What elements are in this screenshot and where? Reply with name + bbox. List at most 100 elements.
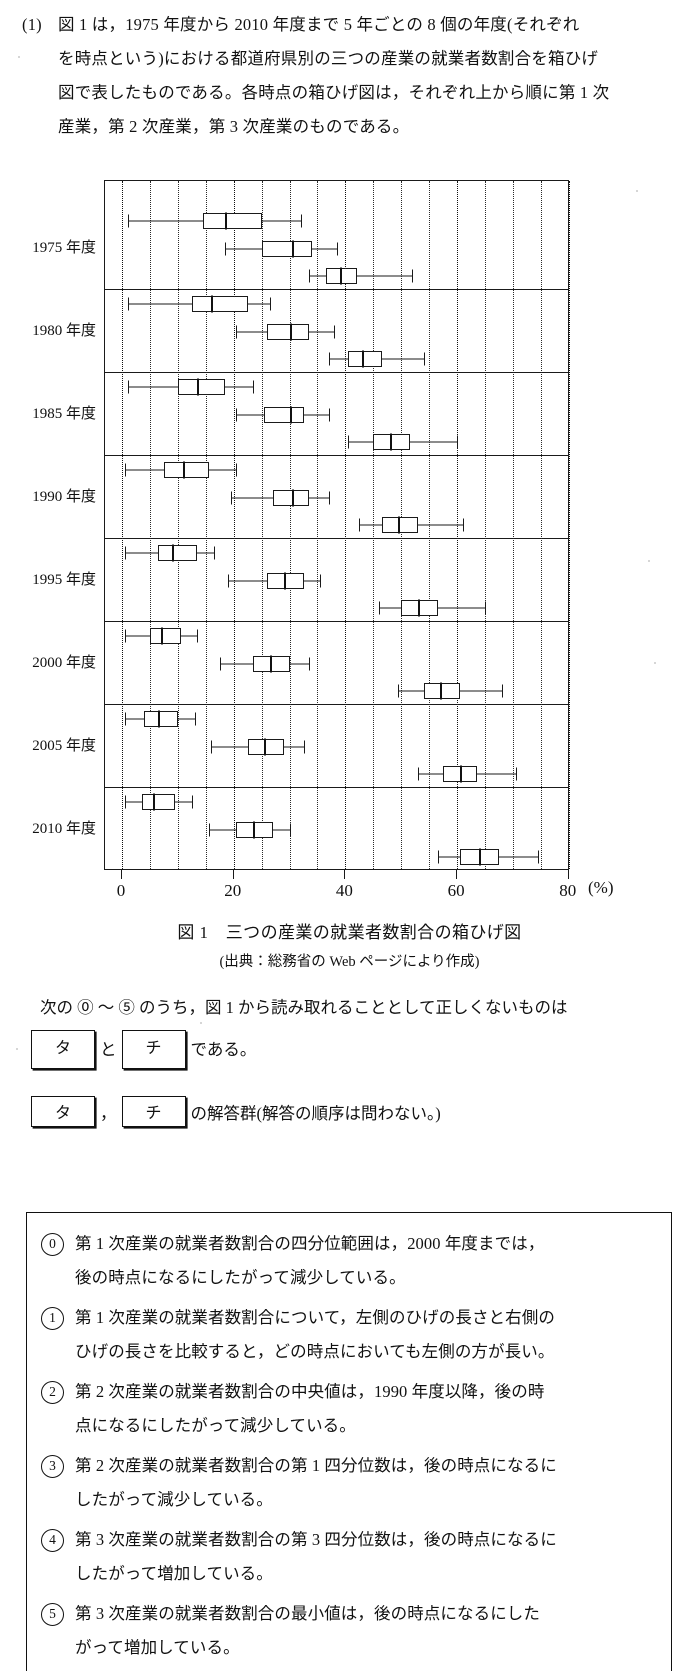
whisker-left	[124, 469, 164, 471]
cap-max	[485, 601, 487, 615]
box-iqr	[141, 793, 176, 810]
group-blank-chi[interactable]: チ	[121, 1096, 186, 1127]
answer-line-tail: である。	[190, 1039, 257, 1059]
whisker-left	[228, 580, 268, 581]
cap-min	[127, 380, 129, 394]
boxplot-3	[105, 598, 568, 618]
choice-text: 第 1 次産業の就業者数割合について，左側のひげの長さと右側のひげの長さを比較す…	[75, 1301, 655, 1369]
whisker-right	[381, 358, 424, 360]
gridline-40	[345, 181, 347, 869]
median-line	[183, 461, 186, 479]
boxplot-1	[105, 626, 568, 646]
choice-number: 4	[41, 1523, 75, 1557]
cap-max	[328, 491, 330, 504]
choice-number-badge: 2	[41, 1380, 64, 1404]
cap-min	[124, 546, 126, 560]
cap-max	[515, 767, 517, 781]
answer-blank-ta[interactable]: タ	[31, 1030, 95, 1069]
cap-min	[398, 684, 400, 698]
whisker-left	[378, 607, 402, 609]
x-tick-label-80: 80	[559, 881, 577, 900]
cap-max	[197, 629, 199, 643]
whisker-right	[459, 690, 502, 692]
box-iqr	[264, 406, 304, 423]
cap-min	[124, 795, 126, 809]
boxplot-3	[105, 432, 568, 452]
choice-text-line-1: 第 1 次産業の就業者数割合の四分位範囲は，2000 年度までは，	[75, 1234, 545, 1253]
boxplot-2	[105, 654, 568, 674]
answer-blank-chi[interactable]: チ	[121, 1030, 186, 1069]
median-line	[270, 655, 272, 672]
boxplot-2	[105, 488, 568, 508]
choice-number-badge: 4	[41, 1528, 64, 1552]
choice-text: 第 3 次産業の就業者数割合の最小値は，後の時点になるにしたがって増加している。	[75, 1597, 655, 1665]
median-line	[292, 240, 295, 257]
question-prompt-line: 次の ⓪ ～ ⑤ のうち，図 1 から読み取れることとして正しくないものは	[40, 998, 568, 1017]
cap-min	[236, 408, 238, 421]
whisker-right	[356, 275, 413, 277]
boxplot-1	[105, 792, 568, 812]
whisker-right	[175, 801, 192, 803]
choice-text-line-1: 第 2 次産業の就業者数割合の中央値は，1990 年度以降，後の時	[75, 1382, 545, 1401]
group-header-tail: の解答群(解答の順序は問わない。)	[190, 1103, 441, 1123]
whisker-right	[225, 386, 254, 388]
boxplot-3	[105, 764, 568, 784]
whisker-left	[127, 303, 192, 305]
x-tick-80	[567, 870, 569, 879]
median-line	[390, 433, 393, 451]
choice-number-badge: 5	[41, 1602, 64, 1626]
year-band	[105, 539, 568, 622]
whisker-left	[127, 386, 178, 388]
cap-max	[270, 297, 271, 311]
whisker-right	[409, 441, 458, 443]
box-iqr	[267, 323, 310, 340]
median-line	[253, 821, 256, 838]
choice-text-line-2: 点になるにしたがって減少している。	[75, 1416, 356, 1435]
group-blank-ta[interactable]: タ	[31, 1096, 95, 1127]
whisker-left	[208, 829, 237, 830]
cap-max	[320, 574, 322, 587]
scan-speck	[636, 190, 638, 192]
choice-number: 0	[41, 1227, 75, 1261]
cap-min	[309, 269, 311, 283]
box-iqr	[144, 710, 178, 727]
median-line	[459, 765, 462, 783]
cap-min	[236, 325, 238, 338]
answer-choice[interactable]: 2 第 2 次産業の就業者数割合の中央値は，1990 年度以降，後の時点になるにし…	[41, 1375, 655, 1443]
cap-min	[230, 491, 232, 504]
cap-max	[303, 740, 305, 753]
question-number: (1)	[22, 15, 42, 34]
year-band	[105, 705, 568, 788]
cap-max	[337, 242, 339, 255]
x-tick-label-40: 40	[335, 881, 353, 900]
gridline-20	[233, 181, 235, 869]
box-iqr	[177, 378, 226, 395]
cap-min	[225, 242, 227, 255]
cap-min	[328, 352, 330, 366]
choice-text-line-1: 第 3 次産業の就業者数割合の最小値は，後の時点になるにした	[75, 1604, 540, 1623]
boxplot-3	[105, 349, 568, 369]
boxplot-1	[105, 460, 568, 480]
x-tick-0	[121, 870, 122, 879]
whisker-left	[359, 524, 382, 526]
year-band	[105, 456, 568, 539]
x-tick-label-20: 20	[224, 881, 242, 900]
year-label: 2010 年度	[32, 820, 96, 837]
box-iqr	[191, 295, 248, 312]
answer-group-header: タ ， チ の解答群(解答の順序は問わない。)	[26, 1096, 666, 1127]
gridline-0	[122, 181, 123, 869]
gridline-70	[512, 181, 514, 869]
cap-max	[194, 712, 196, 726]
year-label: 1980 年度	[32, 322, 96, 339]
answer-choice[interactable]: 5 第 3 次産業の就業者数割合の最小値は，後の時点になるにしたがって増加している…	[41, 1597, 655, 1665]
whisker-right	[309, 497, 329, 498]
whisker-left	[418, 773, 444, 775]
choice-text-line-2: がって増加している。	[75, 1638, 240, 1657]
cap-min	[418, 767, 419, 781]
whisker-left	[398, 690, 424, 692]
